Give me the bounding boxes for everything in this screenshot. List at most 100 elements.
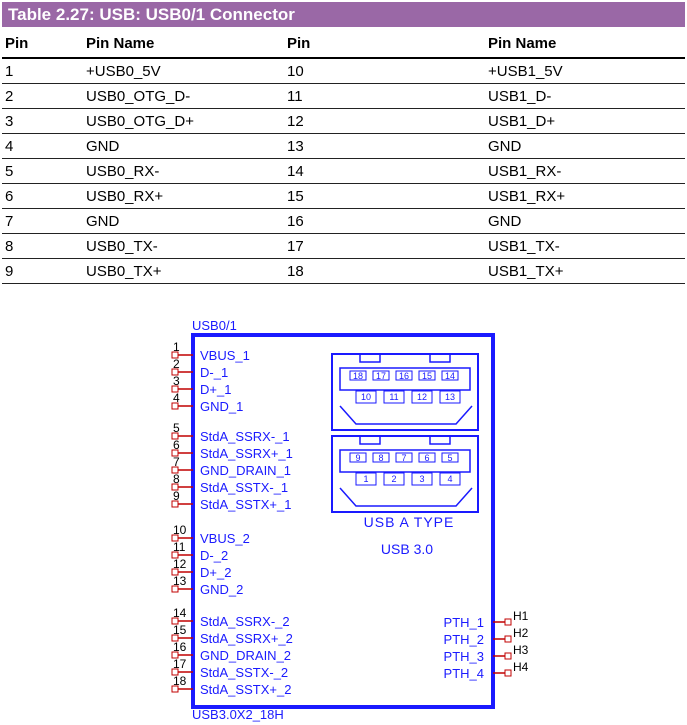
pin-cell: 15 <box>287 183 488 209</box>
ref-designator: USB0/1 <box>192 318 237 333</box>
header-pin-b: Pin <box>287 29 488 59</box>
pin-label: StdA_SSTX-_2 <box>200 665 288 680</box>
pin-number: 18 <box>173 674 187 688</box>
pin-name-cell: USB1_TX- <box>488 233 685 259</box>
usb-contact <box>411 390 433 404</box>
pin-number: 1 <box>173 340 180 354</box>
pin-label: GND_DRAIN_2 <box>200 648 291 663</box>
pin-label: PTH_4 <box>444 666 484 681</box>
pin-end <box>171 685 179 693</box>
usb-contact <box>355 390 377 404</box>
pin-end <box>171 402 179 410</box>
usb-contact <box>441 370 459 381</box>
usb-contact <box>355 472 377 486</box>
pin-end <box>171 551 179 559</box>
pin-name-cell: GND <box>86 208 287 234</box>
contact-number: 12 <box>417 392 427 402</box>
contact-number: 5 <box>447 453 452 463</box>
contact-number: 3 <box>419 474 424 484</box>
pin-label: PTH_2 <box>444 632 484 647</box>
pin-name-cell: GND <box>86 133 287 159</box>
usb-contact <box>411 472 433 486</box>
pin-label: D+_1 <box>200 382 231 397</box>
pin-number: H2 <box>513 626 529 640</box>
usb-contact <box>418 452 436 463</box>
pin-number: 8 <box>173 472 180 486</box>
pin-cell: 16 <box>287 208 488 234</box>
pin-cell: 8 <box>2 233 86 259</box>
pin-label: StdA_SSTX+_2 <box>200 682 291 697</box>
pin-name-cell: USB0_TX+ <box>86 258 287 284</box>
pin-end <box>171 385 179 393</box>
pin-name-cell: USB1_RX+ <box>488 183 685 209</box>
header-name-a: Pin Name <box>86 29 287 59</box>
pin-number: H3 <box>513 643 529 657</box>
component-body <box>191 333 495 709</box>
usb-port-outline <box>331 435 479 513</box>
pin-number: 13 <box>173 574 187 588</box>
usb-port-latch <box>429 353 451 363</box>
pin-end <box>171 585 179 593</box>
contact-number: 4 <box>447 474 452 484</box>
pin-number: 15 <box>173 623 187 637</box>
pin-end <box>171 500 179 508</box>
contact-number: 13 <box>445 392 455 402</box>
pin-cell: 5 <box>2 158 86 184</box>
contact-number: 1 <box>363 474 368 484</box>
pin-number: 3 <box>173 374 180 388</box>
pin-number: 17 <box>173 657 187 671</box>
usb-contact <box>349 370 367 381</box>
contact-number: 6 <box>424 453 429 463</box>
pin-label: StdA_SSRX-_1 <box>200 429 290 444</box>
pin-name-cell: GND <box>488 133 685 159</box>
pin-label: D-_2 <box>200 548 228 563</box>
pin-number: 4 <box>173 391 180 405</box>
usb-contact <box>372 370 390 381</box>
usb-port-latch <box>359 435 381 445</box>
pin-cell: 1 <box>2 58 86 84</box>
pin-name-cell: USB0_OTG_D- <box>86 83 287 109</box>
usb-contact <box>441 452 459 463</box>
usb-contact <box>395 370 413 381</box>
pin-end <box>171 432 179 440</box>
pin-end <box>171 466 179 474</box>
usb-port-latch <box>359 353 381 363</box>
pin-number: 9 <box>173 489 180 503</box>
pin-label: StdA_SSRX+_2 <box>200 631 293 646</box>
pin-label: StdA_SSTX-_1 <box>200 480 288 495</box>
pin-end <box>171 534 179 542</box>
contact-number: 17 <box>376 371 386 381</box>
pin-cell: 14 <box>287 158 488 184</box>
pin-cell: 3 <box>2 108 86 134</box>
pin-label: D+_2 <box>200 565 231 580</box>
pin-label: StdA_SSRX+_1 <box>200 446 293 461</box>
pin-label: StdA_SSRX-_2 <box>200 614 290 629</box>
table-title: Table 2.27: USB: USB0/1 Connector <box>2 2 685 27</box>
pin-end <box>171 449 179 457</box>
pin-label: PTH_3 <box>444 649 484 664</box>
pin-end <box>504 652 512 660</box>
pin-number: H4 <box>513 660 529 674</box>
pin-number: 2 <box>173 357 180 371</box>
usb-contact <box>395 452 413 463</box>
pin-name-cell: USB0_RX+ <box>86 183 287 209</box>
pin-name-cell: +USB1_5V <box>488 58 685 84</box>
pin-number: 16 <box>173 640 187 654</box>
contact-number: 16 <box>399 371 409 381</box>
pin-name-cell: USB1_TX+ <box>488 258 685 284</box>
pin-end <box>171 617 179 625</box>
pin-label: GND_1 <box>200 399 243 414</box>
usb-contact <box>349 452 367 463</box>
pin-name-cell: USB1_RX- <box>488 158 685 184</box>
pin-cell: 9 <box>2 258 86 284</box>
usb-port-tongue <box>339 449 471 473</box>
pin-number: H1 <box>513 609 529 623</box>
contact-number: 2 <box>391 474 396 484</box>
part-number: USB3.0X2_18H <box>192 707 284 722</box>
pin-end <box>171 668 179 676</box>
type-label: USB A TYPE <box>364 514 455 530</box>
